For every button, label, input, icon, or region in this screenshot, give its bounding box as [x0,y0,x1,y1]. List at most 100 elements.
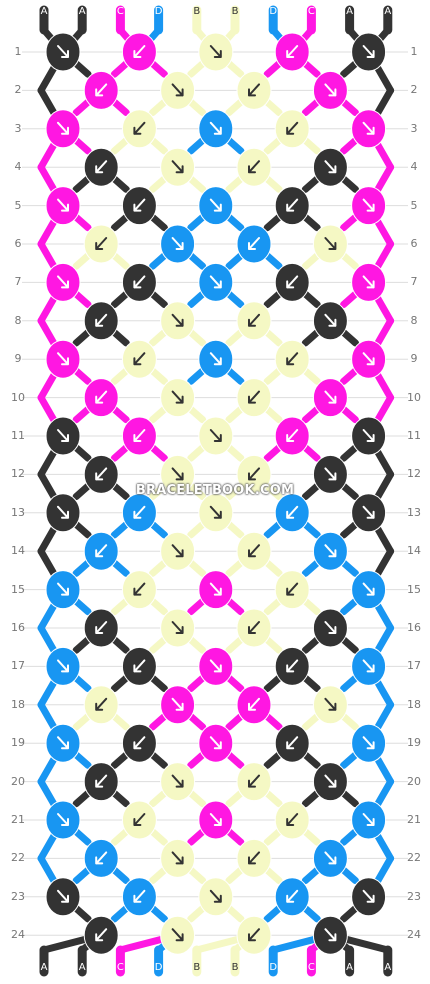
knot-arrow-icon [209,505,222,519]
knot-arrow-icon [209,582,222,596]
strand-label-top: B [231,6,239,17]
knot [121,570,157,610]
knot-arrow-icon [57,582,69,596]
knot-arrow-icon [209,198,222,212]
knot-arrow-icon [248,160,260,174]
knot [351,109,387,149]
row-number-left: 16 [11,621,25,634]
row-number-left: 14 [11,544,25,558]
knot [160,838,196,878]
knot [351,646,387,686]
knot [198,339,234,379]
row-number-left: 20 [11,774,25,788]
knot-arrow-icon [209,736,222,750]
strand-label-bottom: C [116,962,124,973]
knot-arrow-icon [171,697,184,711]
knot-arrow-icon [209,813,222,826]
strand-label-top: C [116,6,124,17]
knot [83,454,119,494]
knot [312,762,348,802]
row-number-left: 5 [14,198,22,212]
knot [351,339,387,379]
knot-arrow-icon [133,813,146,826]
knot [121,646,157,686]
knot [236,608,272,648]
knot-arrow-icon [286,505,299,519]
knot [351,493,387,533]
row-number-left: 18 [11,697,25,711]
knot-arrow-icon [209,352,222,366]
knot-arrow-icon [362,45,375,58]
knot [160,70,196,110]
knot-arrow-icon [57,813,69,826]
knot-arrow-icon [57,889,69,903]
knot [236,378,272,418]
row-number-right: 12 [407,467,421,481]
knot [45,186,81,226]
row-number-right: 13 [407,505,421,519]
knot [160,608,196,648]
knot [45,339,81,379]
knot-arrow-icon [362,736,375,750]
knot-arrow-icon [286,352,299,366]
knot-arrow-icon [95,390,108,404]
knot [121,262,157,302]
knot [160,531,196,571]
knot-arrow-icon [209,429,222,442]
knot [198,877,234,917]
knot-arrow-icon [95,851,108,865]
strand-label-bottom: A [384,962,392,973]
row-number-right: 20 [407,774,421,788]
knot [198,262,234,302]
knot [45,646,81,686]
knot [274,723,310,763]
knot [236,70,272,110]
row-number-right: 7 [410,275,418,289]
knot-arrow-icon [95,928,108,942]
knot-arrow-icon [57,121,69,135]
row-number-right: 19 [407,736,421,750]
row-number-left: 7 [14,275,22,289]
row-number-left: 24 [11,928,25,942]
knot-arrow-icon [248,83,260,97]
row-number-left: 6 [14,237,22,250]
row-number-right: 8 [410,313,418,327]
knot-nodes [45,32,387,955]
knot [121,493,157,533]
knot-arrow-icon [171,621,184,634]
knot-arrow-icon [57,429,69,442]
knot [160,147,196,187]
knot [83,224,119,264]
knot-arrow-icon [248,621,260,634]
knot-arrow-icon [248,544,260,558]
row-number-right: 9 [410,352,418,366]
knot-arrow-icon [286,121,299,135]
knot-arrow-icon [95,621,108,634]
knot-arrow-icon [171,928,184,942]
knot [160,378,196,418]
knot-arrow-icon [171,160,184,174]
knot [198,416,234,456]
knot-arrow-icon [95,313,108,327]
knot-arrow-icon [133,429,146,442]
knot-arrow-icon [133,736,146,750]
row-number-right: 24 [407,928,421,942]
strand-label-bottom: D [269,962,278,973]
knot-arrow-icon [324,160,337,174]
knot-arrow-icon [95,160,108,174]
row-number-left: 4 [14,160,22,174]
knot [312,454,348,494]
knot-arrow-icon [362,582,375,596]
knot-arrow-icon [286,45,299,58]
knot [274,646,310,686]
knot [83,378,119,418]
knot-arrow-icon [95,237,108,250]
knot [274,570,310,610]
knot [198,186,234,226]
knot-arrow-icon [324,390,337,404]
knot [83,608,119,648]
strand-label-top: A [40,6,48,17]
row-number-left: 1 [14,45,22,58]
knot-arrow-icon [362,352,375,366]
knot-arrow-icon [57,275,69,289]
